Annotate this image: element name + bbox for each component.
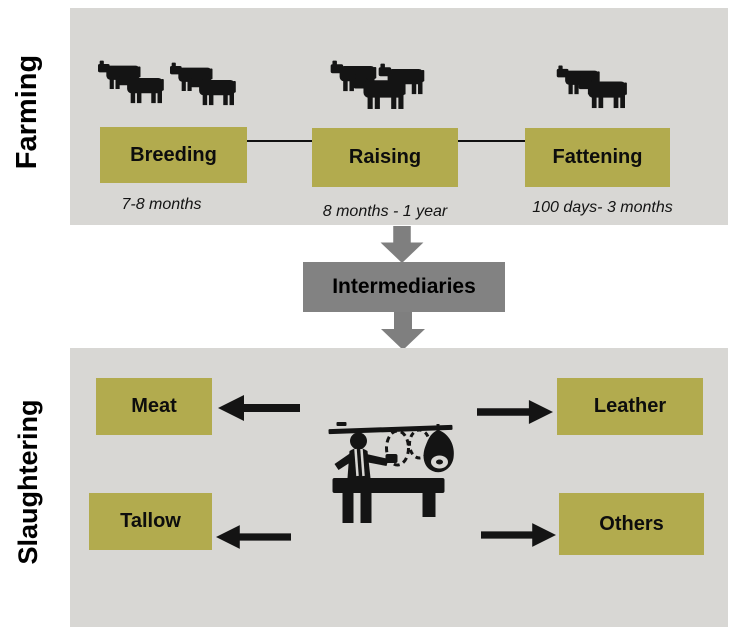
stage-label-raising: Raising: [348, 146, 422, 168]
product-label-others: Others: [599, 512, 664, 535]
stage-label-breeding: Breeding: [130, 143, 217, 166]
intermediaries-label: Intermediaries: [332, 275, 476, 298]
stage-box-fattening: Fattening: [525, 128, 670, 187]
slaughterhouse-icon: [328, 422, 454, 523]
product-box-tallow: Tallow: [89, 493, 212, 550]
stage-duration-breeding: 7-8 months: [121, 196, 202, 213]
slaughtering-section-label: Slaughtering: [13, 399, 43, 565]
right-arrow-icon: [477, 399, 553, 425]
cows-fattening-icon: [556, 65, 627, 109]
product-box-others: Others: [559, 493, 704, 555]
cows-raising-icon: [330, 60, 425, 109]
stage-duration-raising: 8 months - 1 year: [322, 203, 448, 220]
farming-section-label: Farming: [11, 54, 43, 170]
intermediaries-box: Intermediaries: [303, 262, 505, 312]
stage-box-breeding: Breeding: [100, 127, 247, 183]
stage-duration-fattening: 100 days- 3 months: [532, 199, 673, 216]
farming-panel: [70, 8, 728, 225]
left-arrow-icon: [218, 395, 300, 421]
connector-line: [247, 140, 312, 142]
product-label-tallow: Tallow: [120, 510, 181, 532]
product-label-leather: Leather: [593, 395, 667, 417]
right-arrow-icon: [481, 523, 556, 547]
down-arrow-icon: [380, 226, 424, 263]
product-label-meat: Meat: [131, 395, 177, 417]
stage-label-fattening: Fattening: [552, 146, 643, 168]
down-arrow-icon: [381, 312, 425, 350]
product-box-meat: Meat: [96, 378, 212, 435]
left-arrow-icon: [216, 525, 291, 549]
cows-breeding-icon: [98, 60, 236, 106]
stage-box-raising: Raising: [312, 128, 458, 187]
product-box-leather: Leather: [557, 378, 703, 435]
connector-line: [458, 140, 525, 142]
